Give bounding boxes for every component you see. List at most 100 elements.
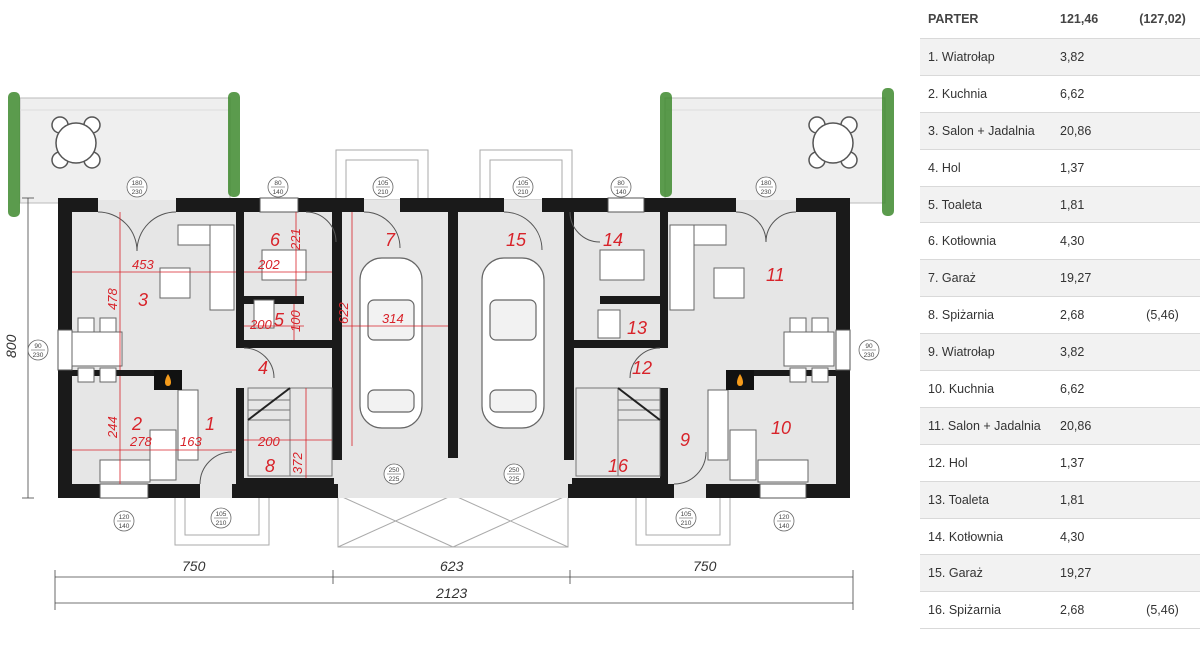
room-number-1: 1 <box>205 414 215 434</box>
room-number-8: 8 <box>265 456 275 476</box>
opening-tag-width: 105 <box>378 180 389 187</box>
table-cell-area: 19,27 <box>1060 271 1092 286</box>
room-number-11: 11 <box>766 265 785 285</box>
opening-tag-height: 225 <box>509 476 520 483</box>
room-number-15: 15 <box>506 230 527 250</box>
table-cell-label: 3. Salon + Jadalnia <box>928 123 1035 138</box>
room-number-3: 3 <box>138 290 148 310</box>
opening-tag-height: 210 <box>518 189 529 196</box>
floor-plan-drawing: 1 2 3 4 5 6 7 8 9 10 11 12 13 14 15 16 4… <box>3 88 894 610</box>
car-right <box>481 257 545 429</box>
table-cell-label: 2. Kuchnia <box>928 86 988 101</box>
room-number-12: 12 <box>632 358 652 378</box>
room-number-13: 13 <box>627 318 647 338</box>
room-number-5: 5 <box>274 310 285 330</box>
table-cell-area: 1,37 <box>1060 160 1085 175</box>
dim-200-toilet: 200 <box>249 317 272 332</box>
outer-dim-height: 800 <box>3 334 19 358</box>
opening-tag-height: 225 <box>389 476 400 483</box>
table-cell-alt: (5,46) <box>1146 308 1179 323</box>
opening-tag-height: 140 <box>616 189 627 196</box>
header-alt-area: (127,02) <box>1139 12 1186 26</box>
outer-dim-left: 750 <box>182 558 206 574</box>
table-cell-label: 16. Spiżarnia <box>928 603 1001 618</box>
opening-tag-height: 140 <box>779 523 790 530</box>
fireplace-icon-left <box>154 370 182 390</box>
opening-tag-width: 105 <box>518 180 529 187</box>
opening-tag-height: 230 <box>132 189 143 196</box>
table-cell-area: 4,30 <box>1060 234 1085 249</box>
dim-314: 314 <box>382 311 404 326</box>
dim-453: 453 <box>132 257 154 272</box>
fireplace-icon-right <box>726 370 754 390</box>
car-left <box>359 257 423 429</box>
opening-tag-width: 105 <box>216 511 227 518</box>
opening-tag-width: 80 <box>617 180 625 187</box>
opening-tag-height: 230 <box>33 352 44 359</box>
opening-tag-height: 210 <box>378 189 389 196</box>
dim-202: 202 <box>257 257 280 272</box>
dim-163: 163 <box>180 434 202 449</box>
table-row: 13. Toaleta 1,81 <box>920 481 1200 519</box>
terrace-left <box>19 97 231 204</box>
table-cell-label: 1. Wiatrołap <box>928 49 995 64</box>
table-cell-area: 1,37 <box>1060 455 1085 470</box>
opening-tag-width: 250 <box>509 467 520 474</box>
opening-tag-width: 120 <box>119 514 130 521</box>
opening-tag-width: 80 <box>274 180 282 187</box>
table-cell-label: 14. Kotłownia <box>928 529 1004 544</box>
table-row: 12. Hol 1,37 <box>920 445 1200 482</box>
dim-478: 478 <box>105 288 120 310</box>
table-cell-area: 6,62 <box>1060 381 1085 396</box>
table-cell-label: 12. Hol <box>928 455 968 470</box>
dim-244: 244 <box>105 416 120 439</box>
dim-221: 221 <box>288 228 303 251</box>
table-row: 4. Hol 1,37 <box>920 150 1200 187</box>
room-number-14: 14 <box>603 230 623 250</box>
table-cell-alt: (5,46) <box>1146 603 1179 618</box>
opening-tag-width: 180 <box>761 180 772 187</box>
garden-table-left <box>51 116 101 169</box>
header-area: 121,46 <box>1060 12 1099 26</box>
opening-tag-width: 90 <box>34 343 42 350</box>
room-number-16: 16 <box>608 456 629 476</box>
garden-table-right <box>808 116 858 169</box>
table-cell-area: 6,62 <box>1060 86 1085 101</box>
table-cell-label: 15. Garaż <box>928 566 983 581</box>
opening-tag-width: 250 <box>389 467 400 474</box>
dim-622: 622 <box>336 302 351 324</box>
table-cell-label: 13. Toaleta <box>928 492 989 507</box>
table-cell-label: 4. Hol <box>928 160 961 175</box>
table-cell-label: 8. Spiżarnia <box>928 308 995 323</box>
furniture-right <box>597 224 835 483</box>
outer-dim-middle: 623 <box>440 558 464 574</box>
opening-tag-height: 230 <box>761 189 772 196</box>
room-number-4: 4 <box>258 358 268 378</box>
table-cell-area: 1,81 <box>1060 492 1085 507</box>
inner-dimension-lines <box>72 212 448 484</box>
room-number-6: 6 <box>270 230 281 250</box>
room-number-7: 7 <box>385 230 396 250</box>
room-number-2: 2 <box>131 414 142 434</box>
hedge-plants <box>8 88 894 217</box>
opening-tag-width: 120 <box>779 514 790 521</box>
